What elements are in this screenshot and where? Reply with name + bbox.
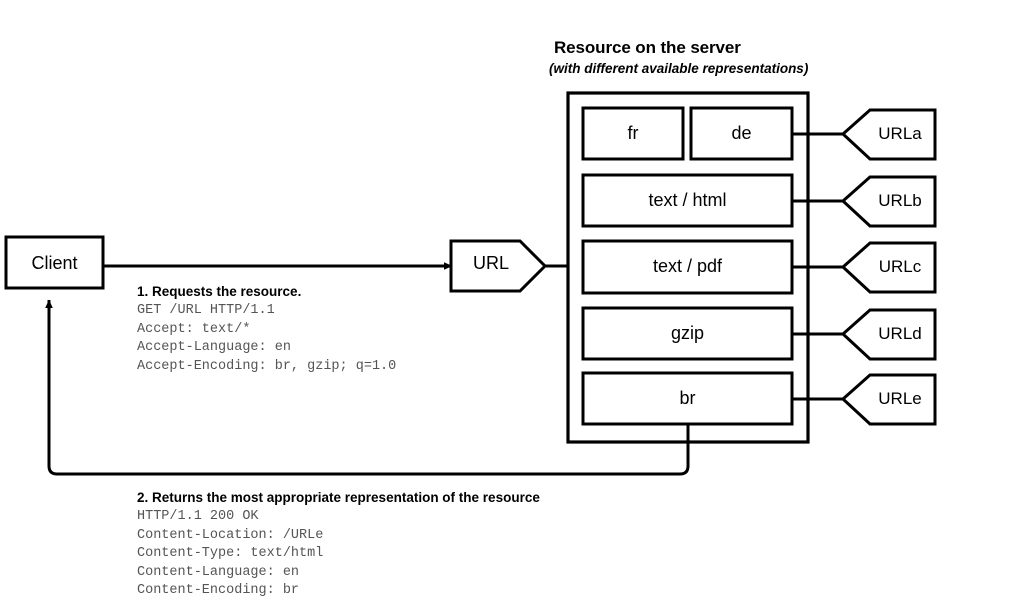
url-tag-urld xyxy=(840,308,937,361)
representation-box-text-html xyxy=(581,173,794,228)
representation-box-gzip xyxy=(581,306,794,361)
url-tag-urlc xyxy=(840,241,937,294)
url-tag-urlb xyxy=(840,175,937,228)
url-tag-urla xyxy=(840,108,937,161)
url-entry-tag xyxy=(449,239,548,293)
response-arrow xyxy=(45,299,690,476)
representation-box-de xyxy=(689,106,794,161)
url-tag-urle xyxy=(840,373,937,426)
representation-box-fr xyxy=(581,106,685,161)
representation-box-text-pdf xyxy=(581,239,794,295)
representation-box-br xyxy=(581,371,794,426)
client-box xyxy=(4,235,105,290)
